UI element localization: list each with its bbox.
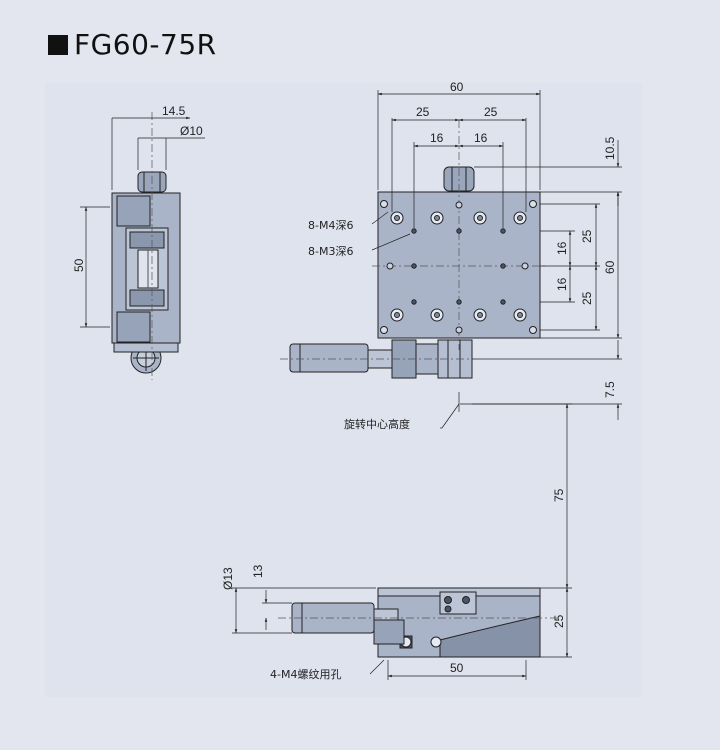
m3-hole-icon: [456, 228, 462, 234]
side-dim-width: 14.5: [162, 104, 186, 118]
top-dim-v-25-bottom: 25: [580, 291, 594, 305]
top-dim-left-16: 16: [430, 131, 444, 145]
top-dim-left-25: 25: [416, 105, 430, 119]
top-dim-v-16-top: 16: [555, 241, 569, 255]
side-dim-knob: Ø10: [180, 124, 203, 138]
center-height-dims: [440, 392, 572, 658]
front-dim-13: 13: [251, 564, 265, 578]
label-m3-holes: 8-M3深6: [308, 245, 353, 258]
label-front-holes: 4-M4螺纹用孔: [270, 667, 341, 681]
page-title: FG60-75R: [48, 28, 217, 61]
top-micrometer-icon: [289, 343, 369, 373]
front-dim-d13: Ø13: [221, 567, 235, 590]
label-center-height: 旋转中心高度: [344, 417, 410, 431]
top-dim-right-25: 25: [484, 105, 498, 119]
title-square-icon: [48, 34, 68, 55]
m3-hole-icon: [411, 299, 417, 305]
front-dimensions: [232, 587, 527, 680]
m3-hole-icon: [500, 228, 506, 234]
top-dim-right-16: 16: [474, 131, 488, 145]
m3-hole-icon: [411, 228, 417, 234]
top-dim-offset: 10.5: [603, 136, 617, 160]
product-model: FG60-75R: [74, 28, 217, 61]
m3-hole-icon: [500, 299, 506, 305]
top-dim-v-16-bottom: 16: [555, 277, 569, 291]
top-dim-overall-width: 60: [450, 80, 464, 94]
front-dim-25: 25: [552, 614, 566, 628]
side-view: [80, 112, 205, 380]
m3-hole-icon: [456, 299, 462, 305]
label-m4-holes: 8-M4深6: [308, 219, 353, 232]
top-dim-v-25-top: 25: [580, 229, 594, 243]
top-view: [280, 120, 548, 379]
dim-center-height-75: 75: [552, 488, 566, 502]
front-dim-50: 50: [450, 661, 464, 675]
top-dim-7-5: 7.5: [603, 381, 617, 398]
front-view: [278, 587, 560, 658]
top-dimensions: [371, 90, 622, 420]
top-dim-overall-height: 60: [603, 260, 617, 274]
side-dim-height: 50: [72, 258, 86, 272]
top-holes: [380, 200, 537, 334]
